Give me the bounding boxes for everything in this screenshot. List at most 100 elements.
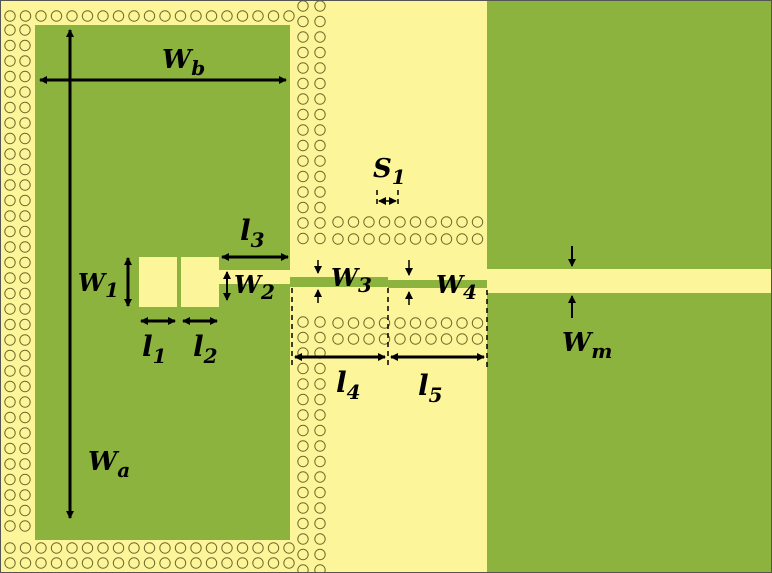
via-hole — [347, 333, 360, 345]
via-hole — [19, 365, 31, 377]
via-hole — [205, 10, 218, 22]
via-hole — [19, 241, 31, 253]
via-hole — [4, 473, 16, 486]
via-hole — [297, 217, 309, 229]
via-hole — [205, 557, 218, 569]
via-hole — [4, 101, 16, 114]
via-hole — [4, 365, 16, 377]
via-hole — [174, 557, 187, 569]
via-hole — [456, 233, 468, 245]
via-hole — [4, 504, 16, 517]
via-hole — [314, 331, 326, 344]
via-hole — [4, 148, 16, 160]
reference-lines — [291, 190, 488, 368]
via-hole — [128, 542, 140, 554]
via-hole — [314, 31, 326, 43]
via-hole — [297, 232, 309, 245]
via-hole — [425, 333, 437, 345]
via-hole — [174, 10, 187, 22]
via-hole — [314, 186, 326, 198]
via-hole — [19, 542, 32, 554]
via-hole — [221, 10, 233, 22]
via-hole — [314, 548, 326, 561]
via-hole — [297, 31, 309, 43]
via-hole — [35, 557, 47, 569]
via-hole — [4, 442, 16, 455]
via-hole — [297, 502, 309, 514]
via-hole — [50, 557, 63, 569]
via-hole — [112, 10, 125, 22]
via-hole — [50, 10, 63, 22]
via-hole — [314, 362, 326, 375]
via-hole — [297, 362, 309, 375]
via-hole — [19, 427, 31, 439]
via-hole — [4, 39, 16, 52]
via-hole — [205, 542, 218, 554]
via-hole — [19, 39, 31, 52]
via-hole — [4, 70, 16, 83]
via-hole — [456, 333, 468, 345]
via-hole — [4, 256, 16, 269]
via-hole — [297, 440, 309, 452]
via-hole — [347, 317, 360, 329]
via-hole — [4, 349, 16, 362]
via-hole — [314, 486, 326, 499]
via-hole — [4, 489, 16, 501]
via-hole — [112, 557, 125, 569]
via-hole — [456, 216, 468, 228]
via-hole — [4, 287, 16, 300]
via-hole — [267, 542, 280, 554]
via-hole — [394, 216, 406, 228]
via-hole — [4, 241, 16, 253]
via-hole — [394, 233, 406, 245]
via-hole — [4, 225, 16, 238]
via-hole — [297, 471, 309, 483]
via-hole — [314, 155, 326, 167]
via-hole — [19, 163, 31, 176]
via-hole — [221, 557, 233, 569]
via-hole — [19, 318, 31, 331]
via-hole — [97, 557, 109, 569]
via-hole — [314, 15, 326, 28]
label-l2: l2 — [193, 330, 218, 368]
via-hole — [332, 317, 344, 329]
via-hole — [174, 542, 187, 554]
via-hole — [19, 101, 31, 114]
via-hole — [128, 10, 140, 22]
via-hole — [19, 411, 31, 424]
via-hole — [143, 10, 156, 22]
via-hole — [35, 542, 47, 554]
via-hole — [471, 233, 484, 245]
via-hole — [314, 170, 326, 183]
via-hole — [314, 124, 326, 136]
via-hole — [4, 334, 16, 346]
via-hole — [440, 333, 453, 345]
via-hole — [4, 411, 16, 424]
via-hole — [19, 287, 31, 300]
via-hole — [297, 77, 309, 90]
via-hole — [159, 10, 171, 22]
via-hole — [19, 396, 31, 408]
via-hole — [4, 303, 16, 315]
via-hole — [297, 409, 309, 421]
label-w2: W2 — [234, 270, 275, 304]
via-hole — [19, 10, 32, 22]
via-hole — [19, 489, 31, 501]
via-hole — [66, 542, 78, 554]
via-hole — [425, 233, 437, 245]
via-hole — [314, 232, 326, 245]
via-hole — [97, 542, 109, 554]
via-hole — [267, 10, 280, 22]
via-hole — [19, 520, 31, 532]
via-hole — [314, 139, 326, 152]
via-hole — [190, 542, 202, 554]
via-hole — [332, 216, 344, 228]
via-hole — [314, 217, 326, 229]
via-hole — [314, 201, 326, 214]
via-hole — [19, 473, 31, 486]
via-hole — [4, 179, 16, 191]
label-w1: W1 — [78, 268, 119, 302]
via-hole — [19, 334, 31, 346]
via-hole — [4, 318, 16, 331]
via-hole — [314, 77, 326, 90]
